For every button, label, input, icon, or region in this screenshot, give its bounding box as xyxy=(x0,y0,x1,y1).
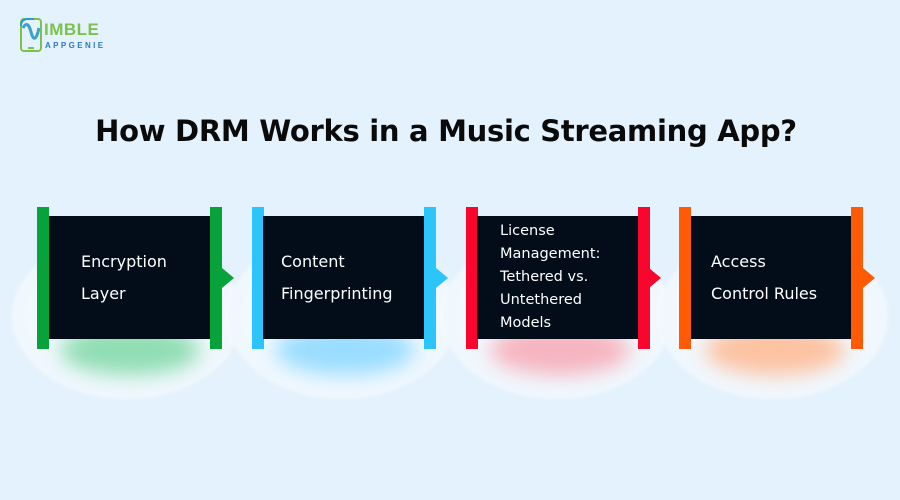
arrow-right-icon xyxy=(222,268,234,288)
step-label-line: Access xyxy=(711,251,766,271)
step-label-line: Content xyxy=(281,251,345,271)
step-label-line: Fingerprinting xyxy=(281,283,393,303)
arrow-right-icon xyxy=(436,268,448,288)
step-left-bar xyxy=(679,207,691,349)
arrow-right-icon xyxy=(649,268,661,288)
step-right-bar xyxy=(424,207,436,349)
step-label-line: Tethered vs. xyxy=(500,269,589,285)
page-title: How DRM Works in a Music Streaming App? xyxy=(95,114,797,148)
step-content-fingerprinting: Content Fingerprinting xyxy=(252,207,449,349)
step-box: License Management: Tethered vs. Untethe… xyxy=(477,216,638,339)
step-label-line: Layer xyxy=(81,283,126,303)
step-label-line: License xyxy=(500,223,555,239)
step-box: Access Control Rules xyxy=(691,216,851,339)
step-label: Content Fingerprinting xyxy=(263,246,424,310)
logo-subtitle: APPGENIE xyxy=(45,41,106,50)
step-label-line: Control Rules xyxy=(711,283,818,303)
step-right-bar xyxy=(638,207,650,349)
step-box: Encryption Layer xyxy=(49,216,210,339)
step-box: Content Fingerprinting xyxy=(263,216,424,339)
step-label-line: Encryption xyxy=(81,251,167,271)
step-right-bar xyxy=(851,207,863,349)
step-label: Access Control Rules xyxy=(691,246,851,310)
logo-wordmark: IMBLE xyxy=(44,20,100,39)
step-encryption-layer: Encryption Layer xyxy=(37,207,234,349)
step-label-line: Management: xyxy=(500,246,601,262)
step-left-bar xyxy=(252,207,264,349)
step-label-line: Models xyxy=(500,315,552,331)
phone-logo-icon xyxy=(20,18,42,52)
brand-logo: IMBLE APPGENIE xyxy=(18,16,118,56)
step-label: Encryption Layer xyxy=(49,246,210,310)
step-access-control-rules: Access Control Rules xyxy=(679,207,876,349)
step-right-bar xyxy=(210,207,222,349)
step-left-bar xyxy=(37,207,49,349)
step-label: License Management: Tethered vs. Untethe… xyxy=(477,220,638,335)
step-label-line: Untethered xyxy=(500,292,582,308)
step-left-bar xyxy=(466,207,478,349)
step-license-management: License Management: Tethered vs. Untethe… xyxy=(466,207,663,349)
arrow-right-icon xyxy=(863,268,875,288)
